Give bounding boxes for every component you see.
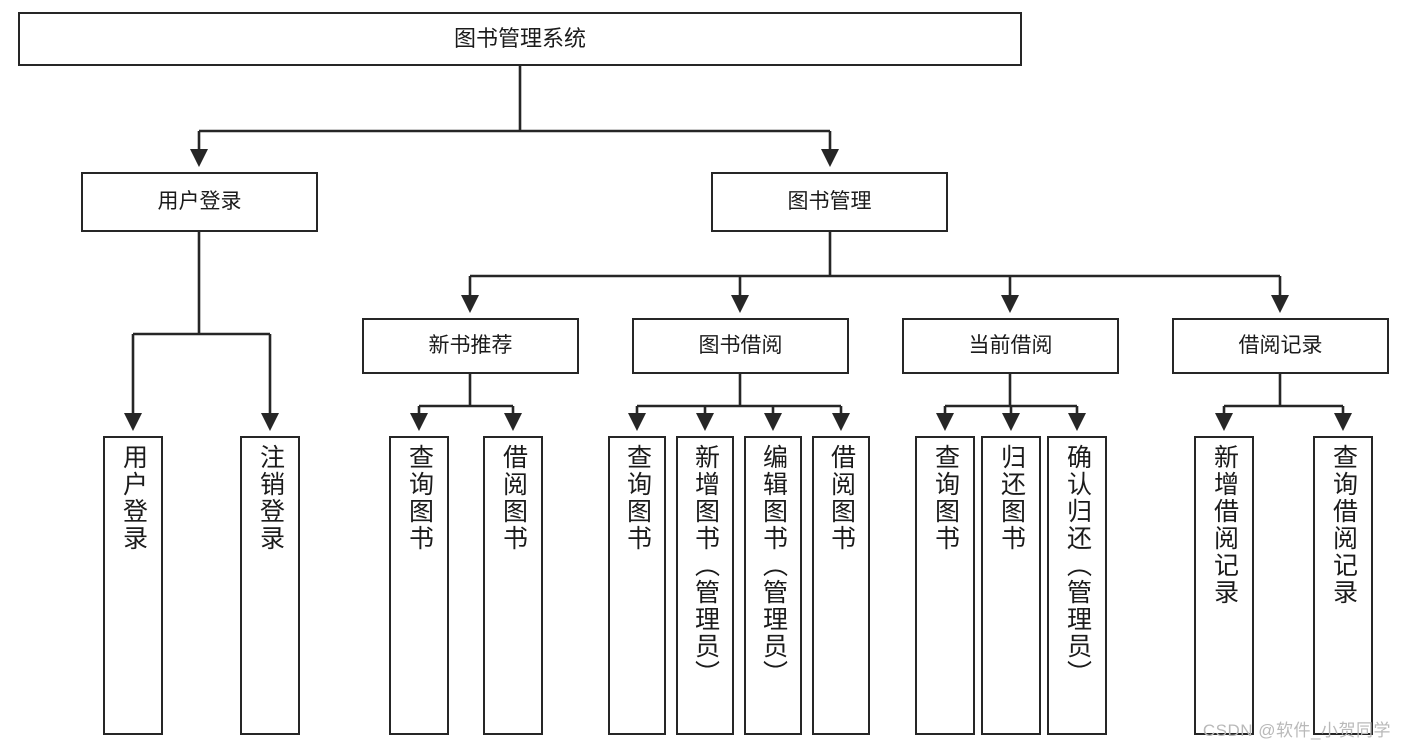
node-leaf-borrow-book-new-label: 借阅图书 xyxy=(499,444,528,552)
node-root-label: 图书管理系统 xyxy=(453,26,586,52)
node-book-manage[interactable]: 图书管理 xyxy=(711,172,948,232)
node-leaf-borrow-book[interactable]: 借阅图书 xyxy=(812,436,870,735)
node-leaf-return-book-label: 归还图书 xyxy=(997,444,1026,552)
node-new-book-recommend[interactable]: 新书推荐 xyxy=(362,318,579,374)
node-user-login[interactable]: 用户登录 xyxy=(81,172,318,232)
node-leaf-user-login-label: 用户登录 xyxy=(119,444,148,552)
node-borrow-record-label: 借阅记录 xyxy=(1238,333,1323,357)
node-book-borrow[interactable]: 图书借阅 xyxy=(632,318,849,374)
node-leaf-edit-book[interactable]: 编辑图书（管理员） xyxy=(744,436,802,735)
node-leaf-add-book[interactable]: 新增图书（管理员） xyxy=(676,436,734,735)
node-new-book-recommend-label: 新书推荐 xyxy=(428,333,513,357)
node-leaf-borrow-book-label: 借阅图书 xyxy=(827,444,856,552)
node-current-borrow-label: 当前借阅 xyxy=(968,333,1053,357)
node-borrow-record[interactable]: 借阅记录 xyxy=(1172,318,1389,374)
node-root[interactable]: 图书管理系统 xyxy=(18,12,1022,66)
node-book-borrow-label: 图书借阅 xyxy=(698,333,783,357)
node-leaf-borrow-book-new[interactable]: 借阅图书 xyxy=(483,436,543,735)
node-leaf-confirm-return-label: 确认归还（管理员） xyxy=(1063,444,1092,687)
node-leaf-query-book-current-label: 查询图书 xyxy=(931,444,960,552)
node-leaf-query-book-new-label: 查询图书 xyxy=(405,444,434,552)
node-leaf-query-record-label: 查询借阅记录 xyxy=(1329,444,1358,606)
node-leaf-query-book-borrow[interactable]: 查询图书 xyxy=(608,436,666,735)
node-leaf-logout-label: 注销登录 xyxy=(256,444,285,552)
node-leaf-edit-book-label: 编辑图书（管理员） xyxy=(759,444,788,687)
node-leaf-return-book[interactable]: 归还图书 xyxy=(981,436,1041,735)
node-leaf-query-record[interactable]: 查询借阅记录 xyxy=(1313,436,1373,735)
node-leaf-query-book-current[interactable]: 查询图书 xyxy=(915,436,975,735)
node-leaf-add-book-label: 新增图书（管理员） xyxy=(691,444,720,687)
node-user-login-label: 用户登录 xyxy=(157,189,242,213)
node-leaf-query-book-new[interactable]: 查询图书 xyxy=(389,436,449,735)
watermark: CSDN @软件_小贺同学 xyxy=(1202,721,1391,740)
node-leaf-add-record[interactable]: 新增借阅记录 xyxy=(1194,436,1254,735)
node-leaf-add-record-label: 新增借阅记录 xyxy=(1210,444,1239,606)
node-current-borrow[interactable]: 当前借阅 xyxy=(902,318,1119,374)
node-leaf-user-login[interactable]: 用户登录 xyxy=(103,436,163,735)
node-leaf-confirm-return[interactable]: 确认归还（管理员） xyxy=(1047,436,1107,735)
node-leaf-logout[interactable]: 注销登录 xyxy=(240,436,300,735)
node-leaf-query-book-borrow-label: 查询图书 xyxy=(623,444,652,552)
node-book-manage-label: 图书管理 xyxy=(787,189,872,213)
